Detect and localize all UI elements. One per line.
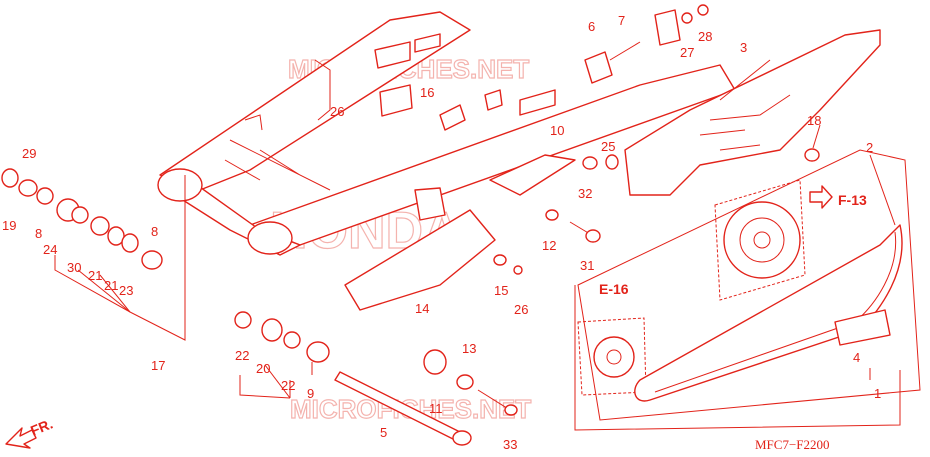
part-13 [456,374,474,390]
bearing-stack-middle [234,311,330,363]
callout-16: 16 [420,85,434,100]
callout-4: 4 [853,350,860,365]
callout-18: 18 [807,113,821,128]
callout-26-upper: 26 [330,104,344,119]
swingarm [157,11,736,256]
callout-11: 11 [429,401,443,416]
callout-8-right: 8 [151,224,158,239]
rear-sprocket [714,179,806,301]
callout-33: 33 [503,437,517,452]
callout-12: 12 [542,238,556,253]
callout-14: 14 [415,301,429,316]
callout-26-lower: 26 [514,302,528,317]
direction-label: FR. [28,415,55,438]
chain-case [624,29,881,196]
arrow-right-icon [809,185,833,209]
ref-f13: F-13 [838,192,867,208]
part-6 [584,51,613,84]
callout-31: 31 [580,258,594,273]
ref-e16: E-16 [599,281,629,297]
front-sprocket [577,317,647,396]
callout-3: 3 [740,40,747,55]
callout-25: 25 [601,139,615,154]
part-10 [489,154,576,196]
callout-24: 24 [43,242,57,257]
callout-labels: 1 2 3 4 5 6 7 8 8 9 10 11 12 13 14 15 16… [2,13,881,452]
callout-17: 17 [151,358,165,373]
callout-22-a: 22 [235,348,249,363]
callout-21-b: 21 [104,278,118,293]
callout-21-a: 21 [88,268,102,283]
callout-7: 7 [618,13,625,28]
leader-lines [54,59,901,431]
callout-9: 9 [307,386,314,401]
callout-32: 32 [578,186,592,201]
drive-chain [577,149,921,421]
diagram-code: MFC7−F2200 [755,437,830,452]
callout-15: 15 [494,283,508,298]
arrow-fr-icon [5,427,37,449]
bearing-stack-left [1,168,163,270]
callout-1: 1 [874,386,881,401]
callout-30: 30 [67,260,81,275]
callout-13: 13 [462,341,476,356]
callout-8-left: 8 [35,226,42,241]
callout-28: 28 [698,29,712,44]
part-14-chain-slider [344,209,496,311]
callout-19: 19 [2,218,16,233]
callout-22-b: 22 [281,378,295,393]
part-7 [654,9,681,46]
callout-20: 20 [256,361,270,376]
callout-2: 2 [866,140,873,155]
callout-23: 23 [119,283,133,298]
callout-27: 27 [680,45,694,60]
callout-6: 6 [588,19,595,34]
callout-5: 5 [380,425,387,440]
part-16 [379,84,413,117]
callout-10: 10 [550,123,564,138]
callout-29: 29 [22,146,36,161]
part-11 [423,349,447,375]
